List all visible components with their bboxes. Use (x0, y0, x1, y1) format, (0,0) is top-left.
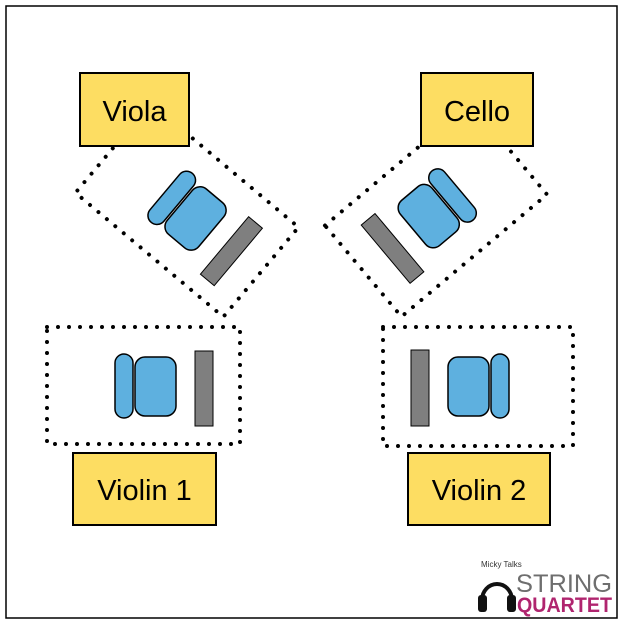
viola-label-text: Viola (103, 96, 168, 128)
logo-tagline: Micky Talks (481, 560, 522, 569)
headphones-icon (478, 582, 516, 612)
violin1-label: Violin 1 (72, 452, 217, 526)
violin2-label: Violin 2 (407, 452, 551, 526)
violin2-label-text: Violin 2 (432, 475, 527, 507)
cello-label: Cello (420, 72, 534, 147)
logo: Micky Talks STRING QUARTET (478, 560, 612, 617)
viola-label: Viola (79, 72, 190, 147)
logo-line1: STRING (516, 570, 612, 598)
violin1-label-text: Violin 1 (97, 475, 192, 507)
logo-line2: QUARTET (517, 594, 612, 617)
cello-label-text: Cello (444, 96, 510, 128)
